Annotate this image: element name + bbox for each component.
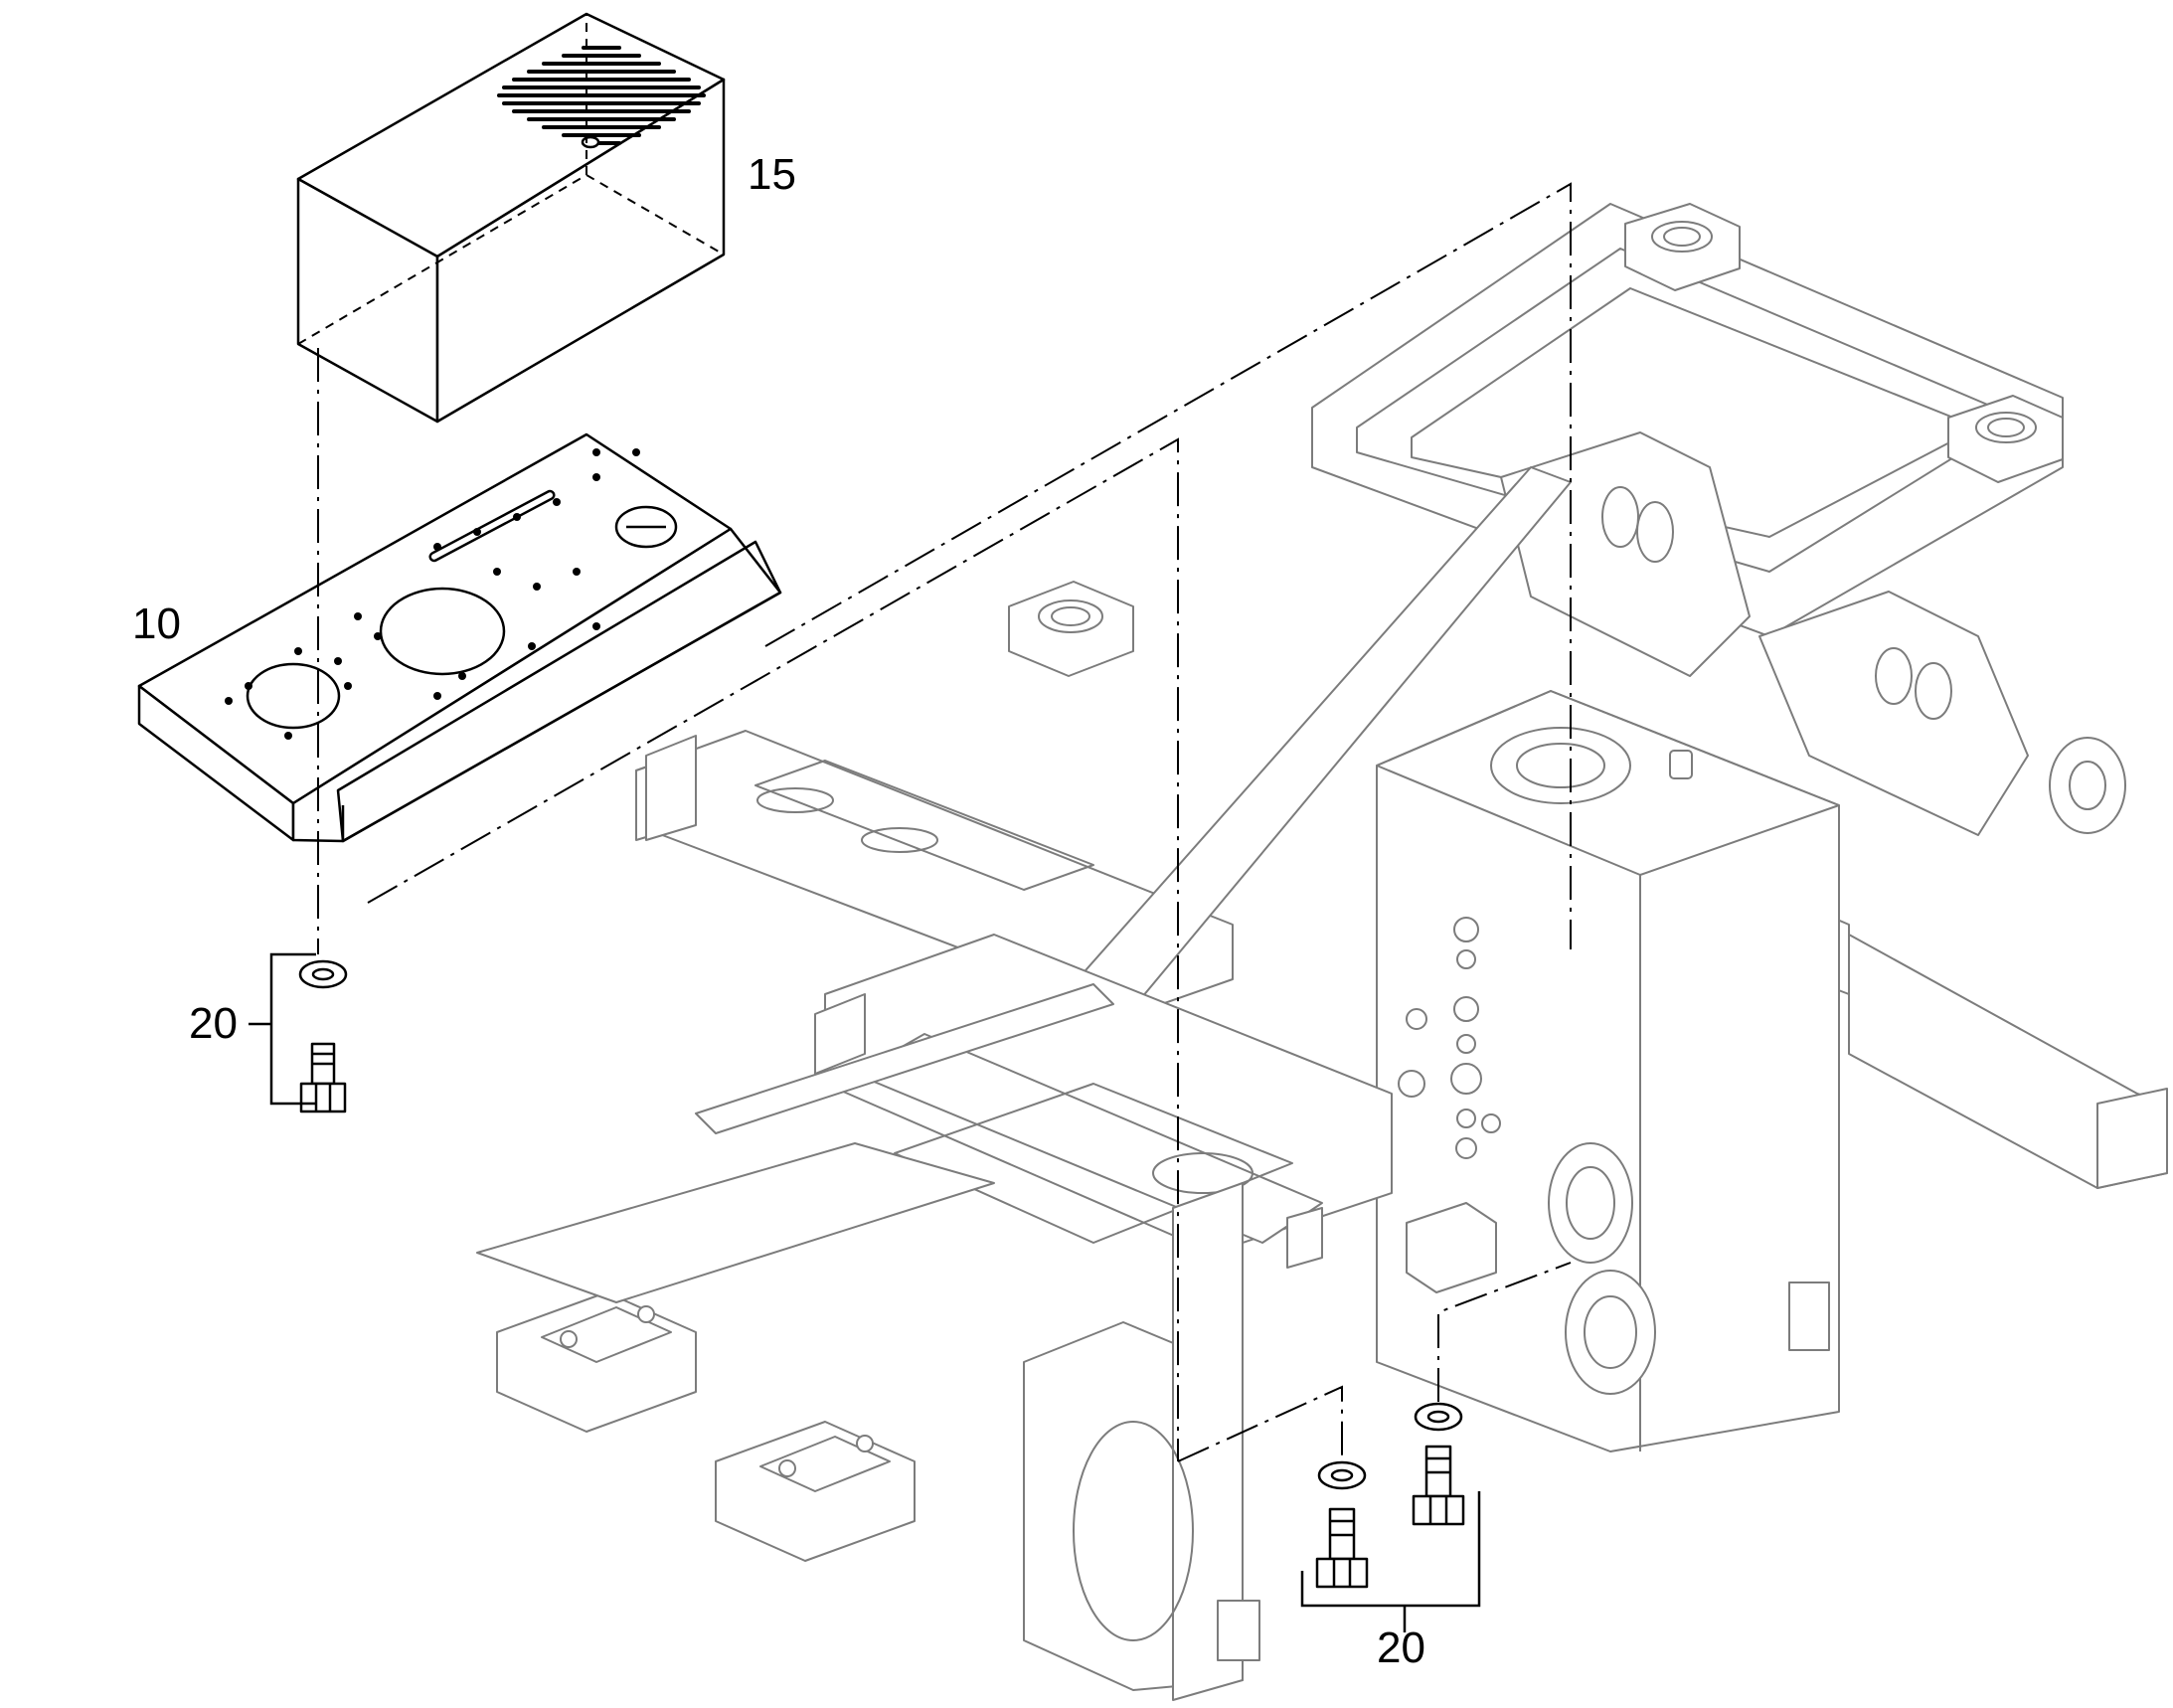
housing-port-cluster: [1398, 917, 1501, 1159]
cover-box: [296, 12, 726, 424]
washer-left: [298, 959, 348, 989]
plate-bolt-holes: [225, 448, 640, 740]
vent-slots: [497, 46, 706, 145]
bolt-bottom-right: [1412, 1445, 1465, 1526]
plate-large-cutout: [379, 587, 506, 676]
callout-fasteners-20-left: 20: [189, 999, 238, 1048]
assembly-lines: [317, 182, 1572, 1462]
frame-corner-box-mid: [1008, 581, 1134, 677]
mounting-plate: [137, 432, 782, 843]
front-structure: [476, 735, 1830, 1701]
boom-support-arms: [1500, 431, 2126, 836]
bolt-left: [299, 1042, 347, 1113]
washer-bottom-left: [1317, 1460, 1367, 1490]
frame-corner-box-rear-left: [1624, 203, 1741, 291]
bolt-bottom-left: [1315, 1507, 1369, 1589]
callout-plate-10: 10: [132, 599, 181, 648]
machine-frame: [476, 203, 2168, 1701]
callout-bracket-left: [249, 952, 316, 1106]
callout-cover-15: 15: [748, 150, 796, 199]
frame-corner-box-rear-right: [1947, 395, 2064, 483]
central-housing: [1376, 690, 1840, 1452]
flange-brackets: [1286, 1202, 1497, 1293]
callout-fasteners-20-bottom: 20: [1377, 1623, 1425, 1672]
callout-bracket-bottom: [1300, 1491, 1481, 1632]
washer-bottom-right: [1414, 1402, 1463, 1432]
plate-small-cutout: [246, 662, 341, 730]
